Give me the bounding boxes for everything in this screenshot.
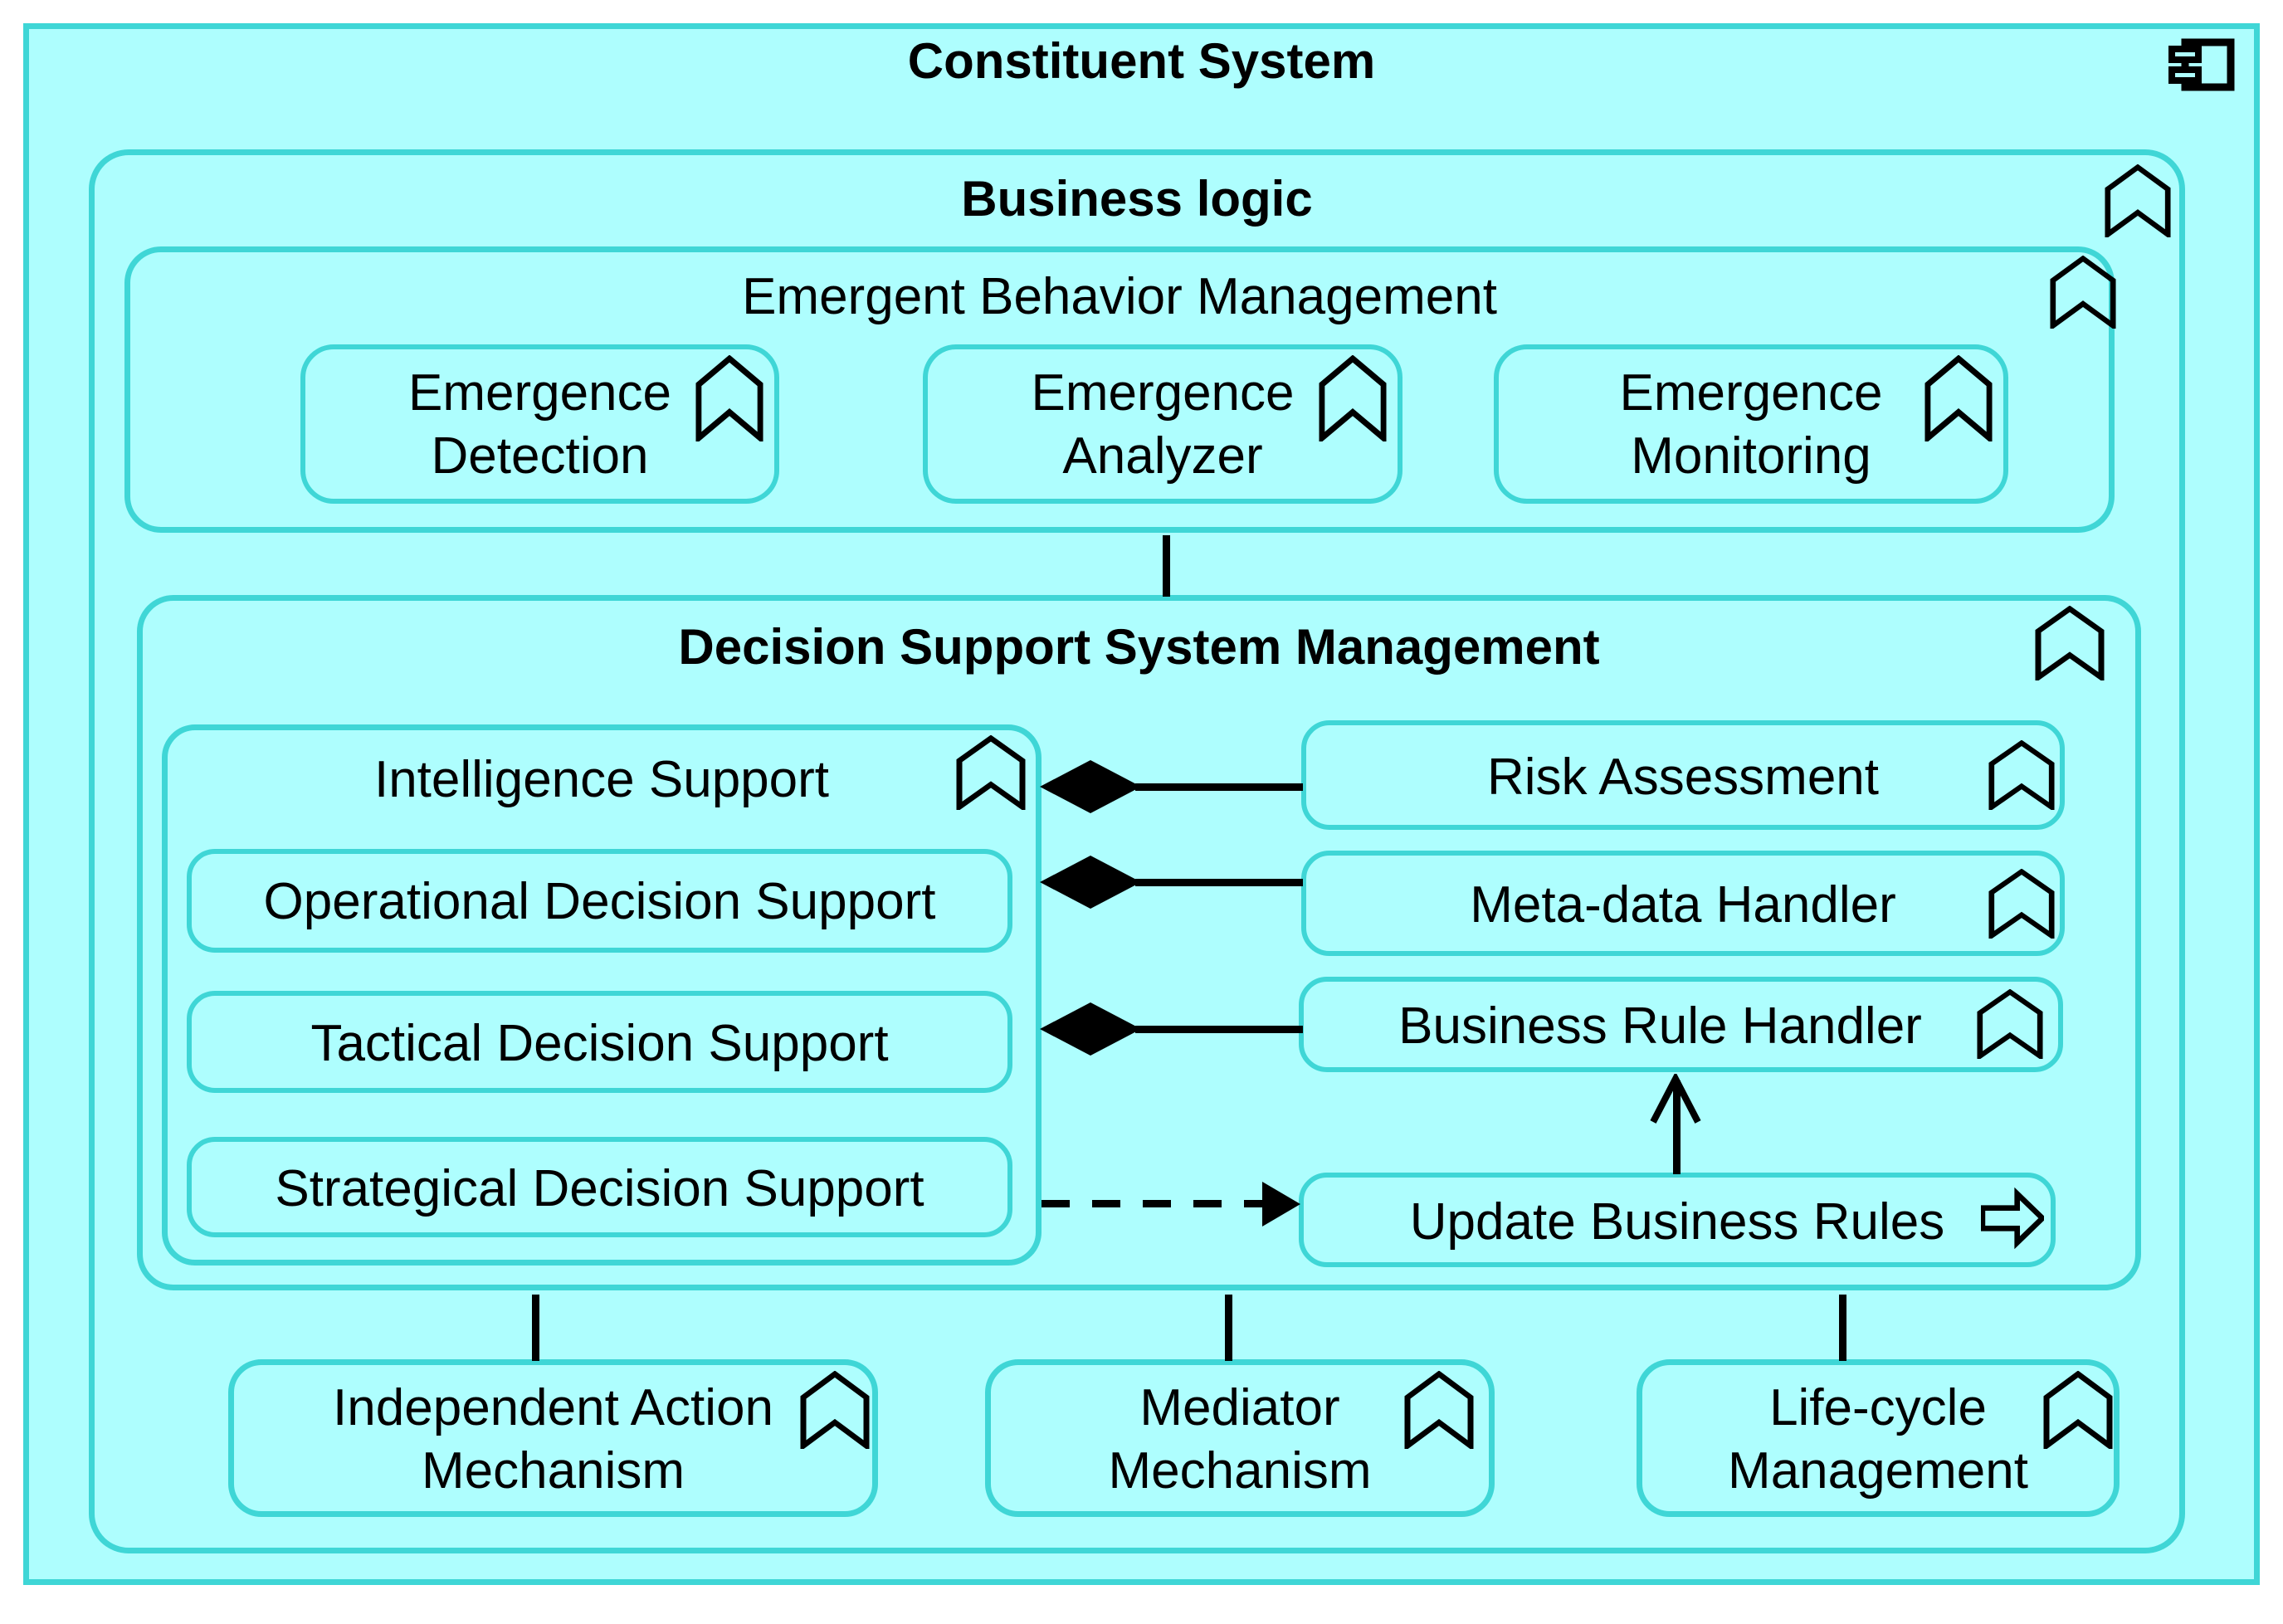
uml-component-icon bbox=[2168, 38, 2235, 91]
constituent-system-title: Constituent System bbox=[907, 33, 1376, 89]
chevron-badge-icon bbox=[2035, 606, 2105, 680]
chevron-badge-icon bbox=[956, 735, 1026, 810]
dashed-arrowhead-icon bbox=[1262, 1182, 1300, 1227]
life-cycle-management-box bbox=[1637, 1359, 2120, 1517]
connector-ebm-to-dssm bbox=[1163, 535, 1170, 597]
business-rule-handler-label: Business Rule Handler bbox=[1398, 997, 1922, 1055]
connector-intelligence-to-risk bbox=[1135, 783, 1303, 791]
chevron-badge-icon bbox=[1924, 355, 1993, 441]
chevron-badge-icon bbox=[1988, 869, 2055, 939]
strategical-decision-support-label: Strategical Decision Support bbox=[275, 1160, 924, 1217]
tactical-decision-support-box bbox=[187, 991, 1012, 1093]
composition-diamond-icon bbox=[1040, 1002, 1141, 1056]
emergence-analyzer-label: Emergence Analyzer bbox=[1031, 364, 1295, 485]
connector-update-to-rulehandler bbox=[1673, 1080, 1681, 1174]
risk-assessment-label: Risk Assessment bbox=[1486, 749, 1880, 806]
dashed-connector-strategical-to-update bbox=[1041, 1200, 1264, 1207]
business-logic-title: Business logic bbox=[961, 171, 1313, 227]
independent-action-mechanism-label: Independent Action Mechanism bbox=[333, 1379, 773, 1500]
life-cycle-management-label: Life-cycle Management bbox=[1728, 1379, 2028, 1500]
operational-decision-support-label: Operational Decision Support bbox=[263, 873, 936, 930]
chevron-badge-icon bbox=[1977, 989, 2043, 1059]
connector-dssm-to-independent-action bbox=[532, 1295, 539, 1361]
operational-decision-support-box bbox=[187, 849, 1012, 953]
strategical-decision-support-box bbox=[187, 1137, 1012, 1237]
business-rule-handler-box bbox=[1299, 977, 2063, 1072]
chevron-badge-icon bbox=[1319, 355, 1387, 441]
open-right-arrow-icon bbox=[1981, 1188, 2044, 1249]
intelligence-support-title: Intelligence Support bbox=[373, 751, 830, 808]
chevron-badge-icon bbox=[2050, 256, 2116, 329]
connector-intelligence-to-metadata bbox=[1135, 879, 1303, 886]
emergence-monitoring-label: Emergence Monitoring bbox=[1619, 364, 1883, 485]
update-business-rules-box bbox=[1299, 1173, 2056, 1267]
chevron-badge-icon bbox=[2043, 1371, 2113, 1449]
independent-action-mechanism-box bbox=[228, 1359, 878, 1517]
chevron-badge-icon bbox=[1988, 740, 2055, 810]
emergence-monitoring-box bbox=[1494, 344, 2008, 504]
connector-intelligence-to-rulehandler bbox=[1135, 1026, 1303, 1033]
update-business-rules-label: Update Business Rules bbox=[1409, 1193, 1945, 1251]
open-up-arrowhead-icon bbox=[1648, 1074, 1703, 1125]
dssm-title: Decision Support System Management bbox=[678, 619, 1600, 675]
chevron-badge-icon bbox=[2105, 164, 2171, 237]
connector-dssm-to-mediator bbox=[1225, 1295, 1232, 1361]
emergent-behavior-management-title: Emergent Behavior Management bbox=[742, 268, 1497, 325]
chevron-badge-icon bbox=[695, 355, 763, 441]
mediator-mechanism-label: Mediator Mechanism bbox=[1108, 1379, 1372, 1500]
meta-data-handler-label: Meta-data Handler bbox=[1470, 876, 1896, 934]
composition-diamond-icon bbox=[1040, 760, 1141, 813]
meta-data-handler-box bbox=[1301, 851, 2065, 956]
chevron-badge-icon bbox=[800, 1371, 870, 1449]
composition-diamond-icon bbox=[1040, 856, 1141, 909]
risk-assessment-box bbox=[1301, 720, 2065, 830]
emergence-detection-label: Emergence Detection bbox=[407, 364, 672, 485]
tactical-decision-support-label: Tactical Decision Support bbox=[310, 1015, 889, 1072]
connector-dssm-to-lifecycle bbox=[1839, 1295, 1846, 1361]
chevron-badge-icon bbox=[1404, 1371, 1474, 1449]
